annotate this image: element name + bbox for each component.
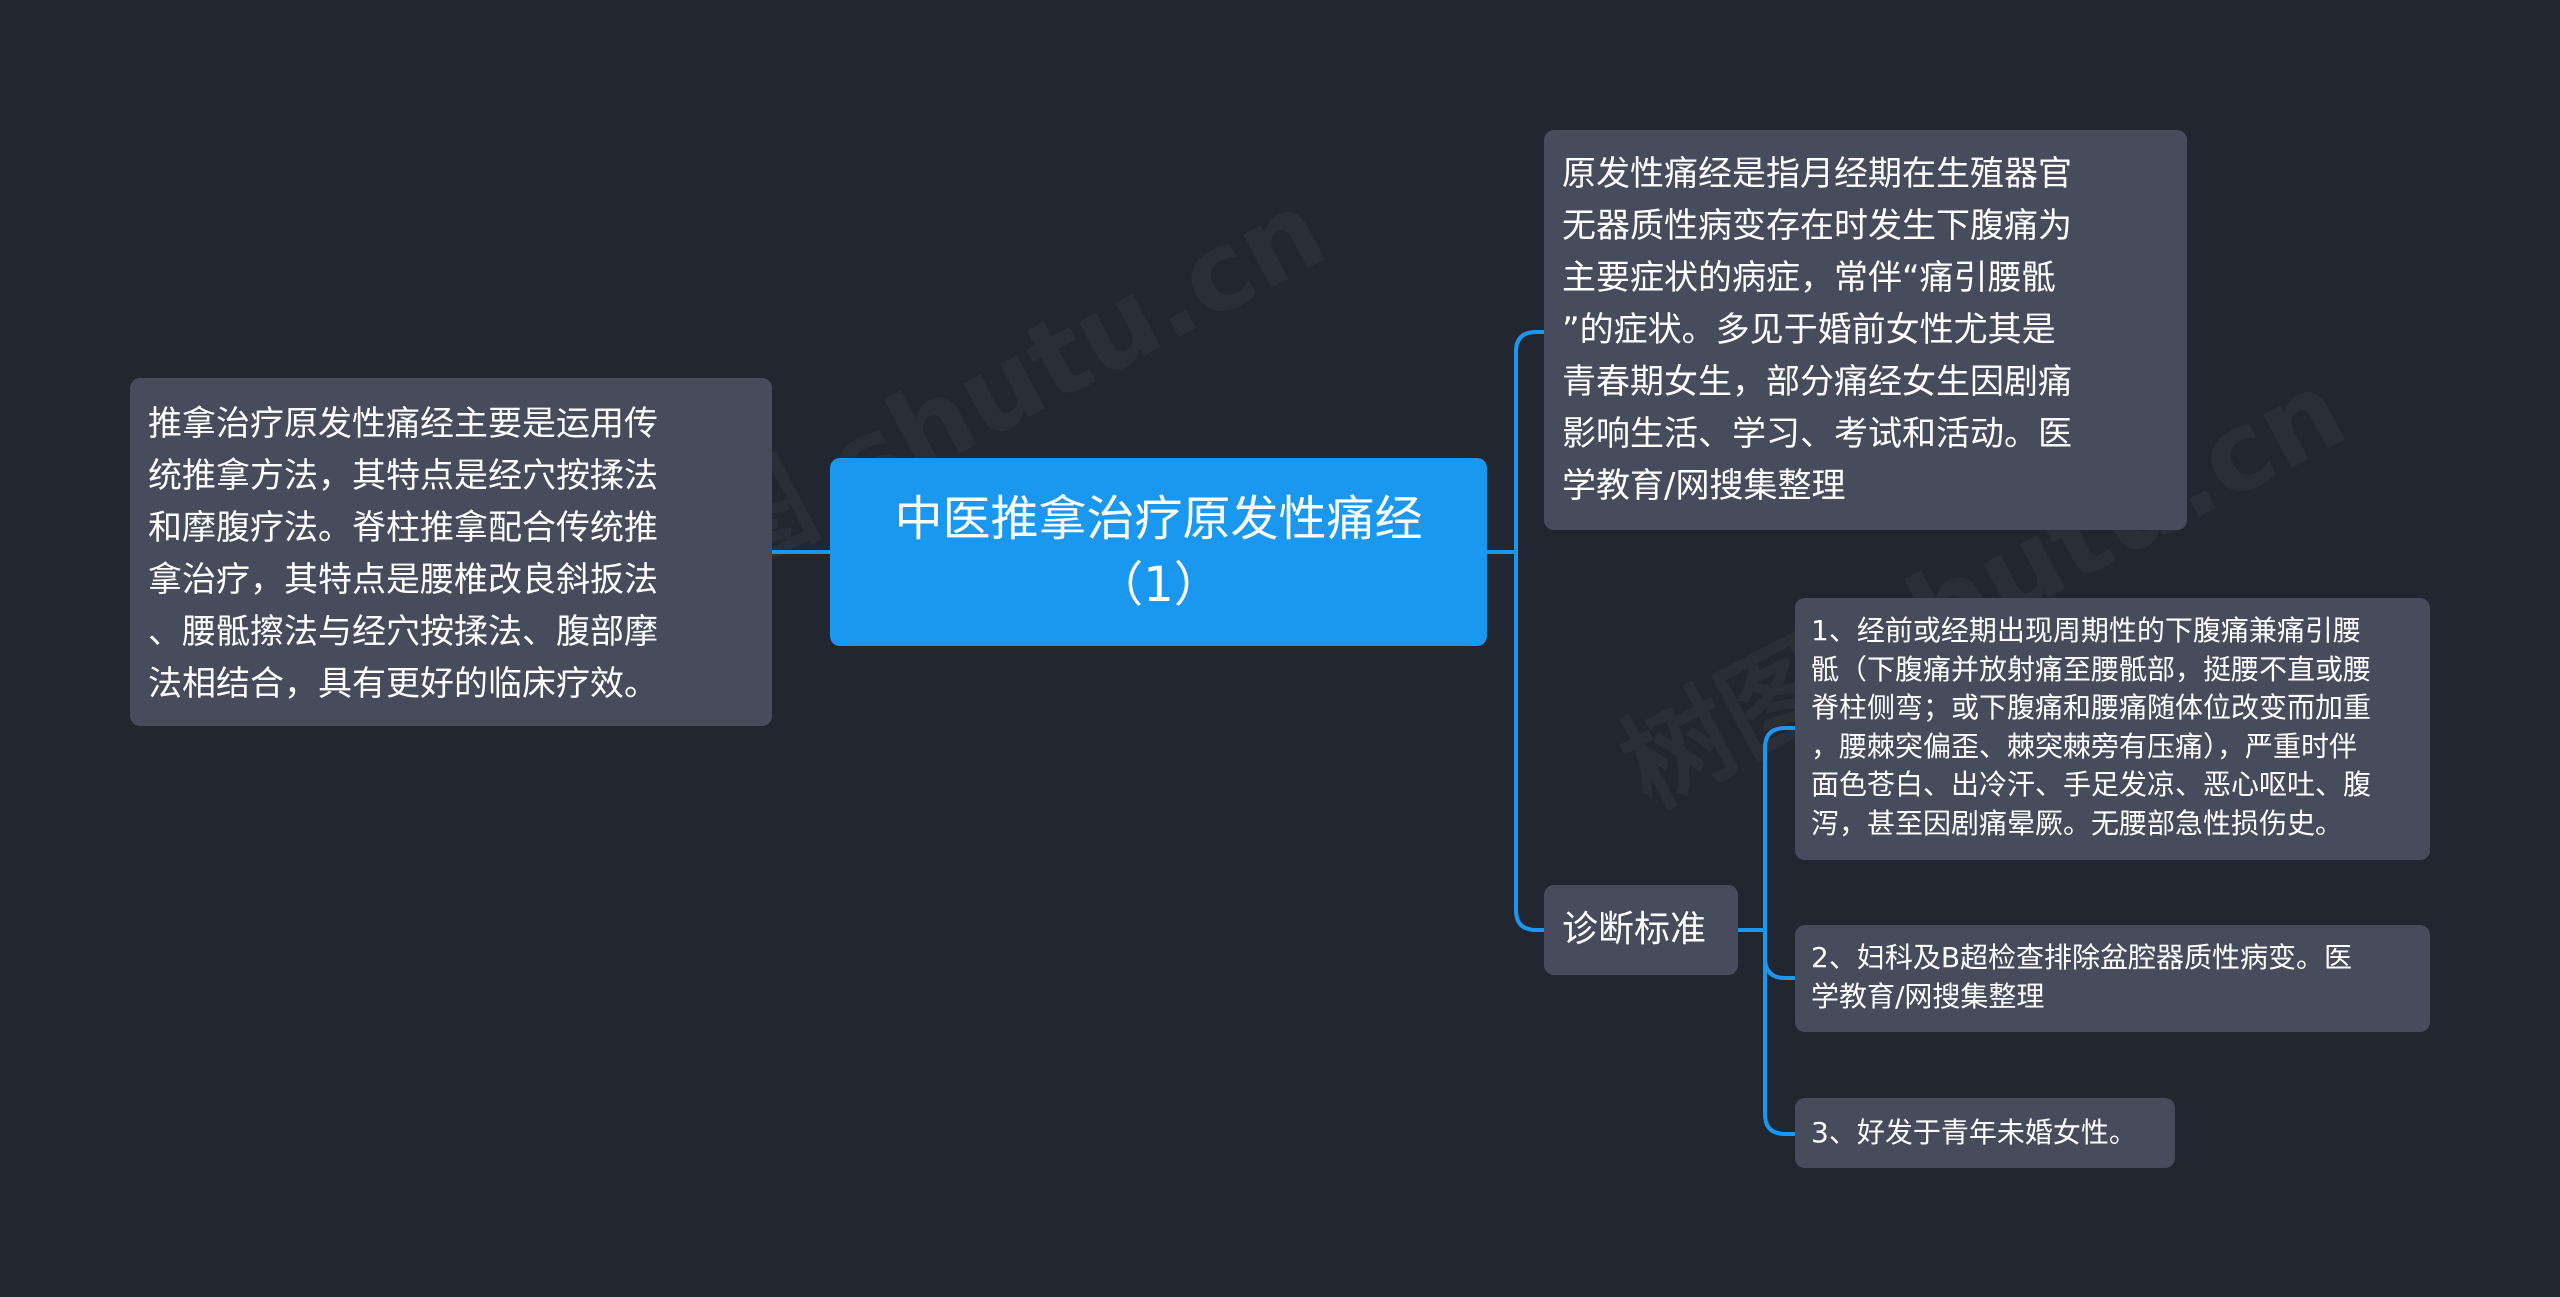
criterion-1-text: 1、经前或经期出现周期性的下腹痛兼痛引腰 骶（下腹痛并放射痛至腰骶部，挺腰不直或…: [1811, 614, 2372, 840]
topic-diagnosis-criteria[interactable]: 诊断标准: [1544, 885, 1738, 975]
central-topic[interactable]: 中医推拿治疗原发性痛经 （1）: [830, 458, 1487, 646]
central-topic-text: 中医推拿治疗原发性痛经 （1）: [894, 491, 1423, 613]
criterion-3[interactable]: 3、好发于青年未婚女性。: [1795, 1098, 2175, 1168]
connector-to-criterion-3: [1763, 928, 1797, 1136]
connector-to-criterion-2: [1763, 928, 1797, 980]
topic-definition-text: 原发性痛经是指月经期在生殖器官 无器质性病变存在时发生下腹痛为 主要症状的病症，…: [1562, 154, 2072, 506]
topic-diagnosis-criteria-text: 诊断标准: [1562, 909, 1707, 950]
connector-to-criterion-1: [1763, 726, 1797, 932]
topic-definition[interactable]: 原发性痛经是指月经期在生殖器官 无器质性病变存在时发生下腹痛为 主要症状的病症，…: [1544, 130, 2187, 530]
connector-to-definition: [1514, 330, 1546, 554]
criterion-2-text: 2、妇科及B超检查排除盆腔器质性病变。医 学教育/网搜集整理: [1811, 941, 2353, 1013]
topic-massage-method[interactable]: 推拿治疗原发性痛经主要是运用传 统推拿方法，其特点是经穴按揉法 和摩腹疗法。脊柱…: [130, 378, 772, 726]
topic-massage-method-text: 推拿治疗原发性痛经主要是运用传 统推拿方法，其特点是经穴按揉法 和摩腹疗法。脊柱…: [148, 404, 658, 704]
connector-to-diagnosis: [1514, 550, 1546, 932]
criterion-3-text: 3、好发于青年未婚女性。: [1811, 1116, 2137, 1149]
criterion-1[interactable]: 1、经前或经期出现周期性的下腹痛兼痛引腰 骶（下腹痛并放射痛至腰骶部，挺腰不直或…: [1795, 598, 2430, 860]
criterion-2[interactable]: 2、妇科及B超检查排除盆腔器质性病变。医 学教育/网搜集整理: [1795, 925, 2430, 1032]
